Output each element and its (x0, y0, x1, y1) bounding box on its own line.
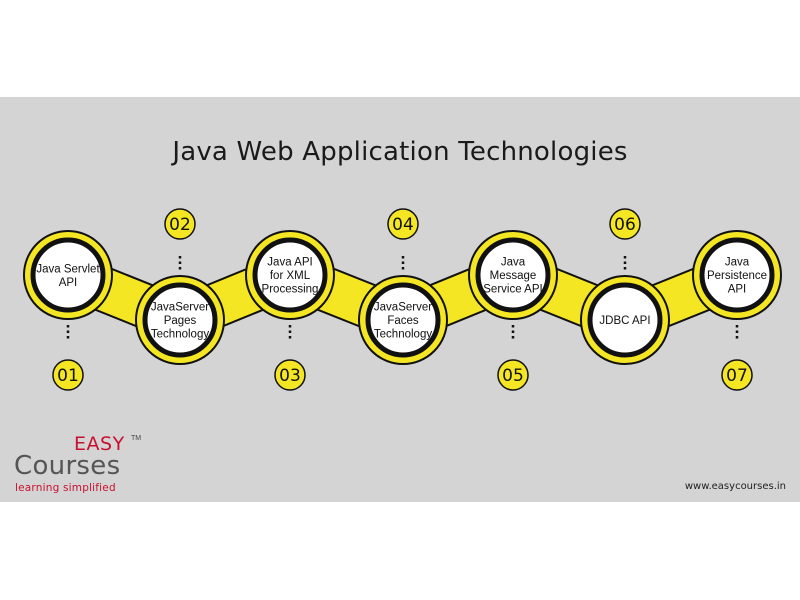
logo-tagline: learning simplified (15, 482, 116, 494)
step-number: 07 (726, 366, 748, 386)
content-panel: Java Web Application Technologies Java S… (0, 97, 800, 502)
number-badge (609, 208, 641, 240)
step-number: 01 (57, 366, 79, 386)
step-label: JDBC API (599, 315, 650, 327)
step-number: 06 (614, 215, 636, 235)
number-badge (52, 359, 84, 391)
number-badge (164, 208, 196, 240)
step-number: 02 (169, 215, 191, 235)
website-url: www.easycourses.in (684, 481, 786, 492)
step-node (252, 237, 328, 313)
logo-easy-text: EASY (74, 433, 125, 455)
step-number: 05 (502, 366, 524, 386)
logo-trademark: TM (131, 435, 142, 442)
page-title: Java Web Application Technologies (172, 137, 628, 167)
number-badge (387, 208, 419, 240)
step-number: 03 (279, 366, 301, 386)
step-node (587, 282, 663, 358)
step-node (365, 282, 441, 358)
step-number: 04 (392, 215, 414, 235)
easy-courses-logo: EASY TM Courses learning simplified (14, 433, 144, 494)
number-badge (497, 359, 529, 391)
logo-courses-text: Courses (14, 451, 121, 481)
step-node (699, 237, 775, 313)
step-node (30, 237, 106, 313)
step-node (142, 282, 218, 358)
step-node (475, 237, 551, 313)
number-badge (721, 359, 753, 391)
number-badge (274, 359, 306, 391)
